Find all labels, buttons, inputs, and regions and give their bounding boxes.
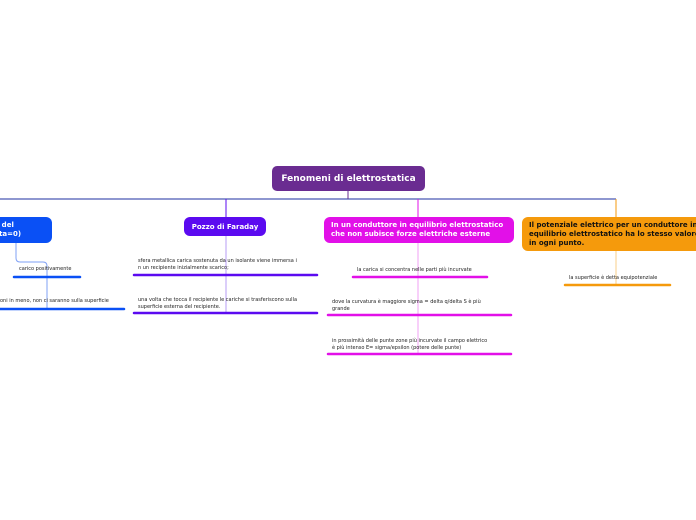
root-topic-label: Fenomeni di elettrostatica xyxy=(281,173,416,184)
branch-topic-neutral-conductor[interactable]: rno del netta=0) xyxy=(0,217,52,243)
branch-topic-label: Pozzo di Faraday xyxy=(191,222,259,231)
subtopic-curvature-sigma[interactable]: dove la curvatura è maggiore sigma = del… xyxy=(332,299,481,312)
subtopic-positive-charge[interactable]: carico positivamente xyxy=(19,266,72,272)
branch-topic-label-line: in ogni punto. xyxy=(529,238,585,247)
root-topic[interactable]: Fenomeni di elettrostatica xyxy=(272,166,425,191)
branch-topic-label-line: che non subisce forze elettriche esterne xyxy=(331,230,491,238)
subtopic-point-effect[interactable]: in prossimità delle punte zone più incur… xyxy=(332,338,488,351)
subtopic-charge-concentration[interactable]: la carica si concentra nelle parti più i… xyxy=(357,267,472,273)
branch-topic-label-line: rno del xyxy=(0,221,14,229)
branch-topic-label-line: equilibrio elettrostatico ha lo stesso v… xyxy=(529,229,696,238)
subtopic-metal-sphere[interactable]: sfera metallica carica sostenuta da un i… xyxy=(138,258,297,271)
subtopic-charge-transfer[interactable]: una volta che tocca il recipiente le car… xyxy=(138,297,298,310)
branch-topic-faraday-well[interactable]: Pozzo di Faraday xyxy=(184,217,266,236)
branch-topic-equilibrium-conductor[interactable]: In un conduttore in equilibrio elettrost… xyxy=(324,217,514,243)
branch-topic-label-line: In un conduttore in equilibrio elettrost… xyxy=(331,221,504,229)
branch-topic-label-line: netta=0) xyxy=(0,230,22,238)
subtopic-surface-electrons[interactable]: oni in meno, non ci saranno sulla superf… xyxy=(0,298,109,304)
branch-topic-electric-potential[interactable]: Il potenziale elettrico per un conduttor… xyxy=(522,217,696,251)
subtopic-equipotential-surface[interactable]: la superficie è detta equipotenziale xyxy=(569,275,658,281)
branch-topic-label-line: Il potenziale elettrico per un conduttor… xyxy=(529,220,696,229)
